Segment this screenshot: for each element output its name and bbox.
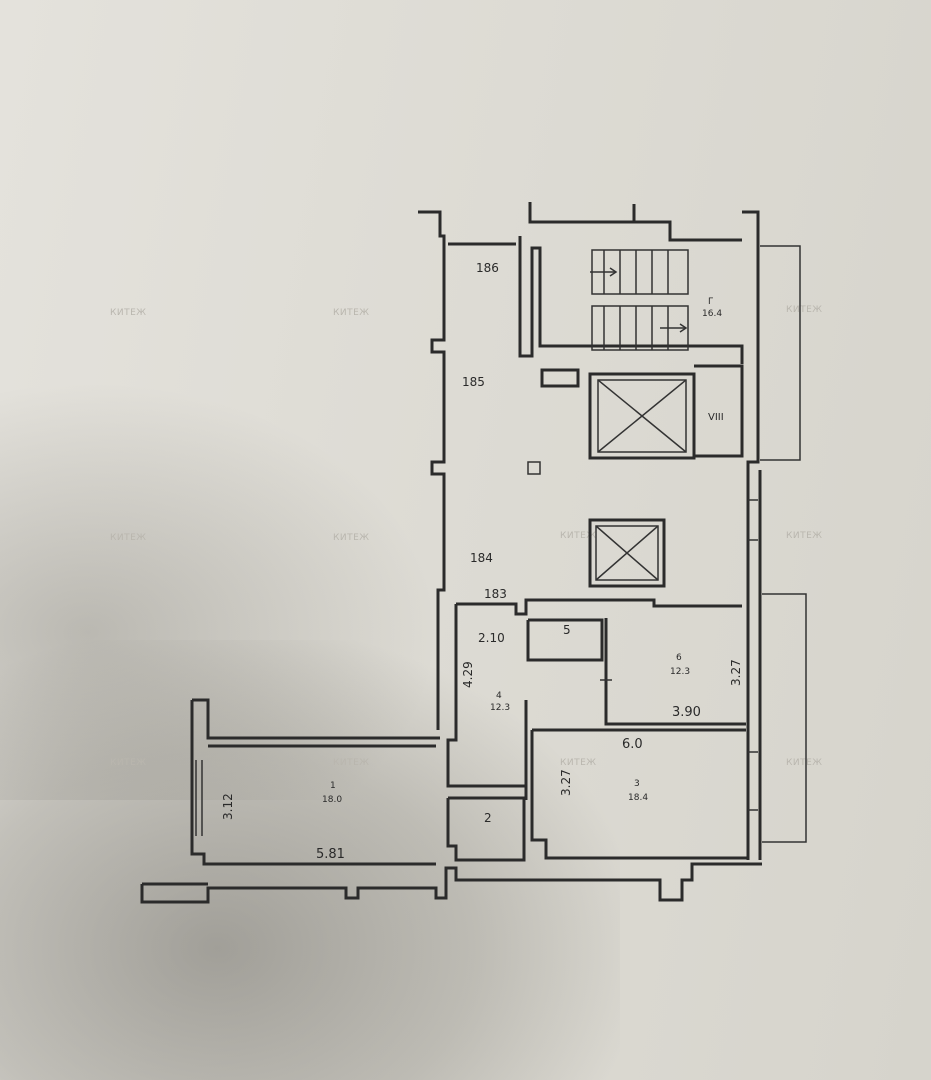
room-1-width: 5.81: [316, 847, 345, 862]
room-6-width: 3.90: [672, 705, 701, 720]
room-6-depth: 3.27: [729, 659, 743, 686]
room-3-labels: 6.0 3.27 3 18.4: [559, 737, 648, 803]
room-1-number: 1: [330, 781, 336, 791]
dim-label: 185: [462, 375, 485, 389]
room-number: Г: [708, 297, 714, 307]
room-1-area: 18.0: [322, 795, 342, 805]
watermark: КИТЕЖ: [333, 758, 370, 768]
room-2-number: 2: [484, 811, 492, 825]
room-6-labels: 6 12.3 3.90 3.27: [670, 653, 743, 720]
room-area: 16.4: [702, 309, 722, 319]
watermark: КИТЕЖ: [110, 308, 147, 318]
room-6-number: 6: [676, 653, 682, 663]
watermark: КИТЕЖ: [333, 533, 370, 543]
dim-label: 183: [484, 587, 507, 601]
watermark: КИТЕЖ: [560, 758, 597, 768]
walls: [140, 202, 807, 904]
watermarks: КИТЕЖ КИТЕЖ КИТЕЖ КИТЕЖ КИТЕЖ КИТЕЖ КИТЕ…: [110, 305, 823, 768]
room-4-width: 2.10: [478, 631, 505, 645]
room-3-depth: 3.27: [559, 769, 573, 796]
room-6-area: 12.3: [670, 667, 690, 677]
stair-labels: Г 16.4 VIII: [702, 297, 724, 423]
room-4-area: 12.3: [490, 703, 510, 713]
room-3-number: 3: [634, 779, 640, 789]
watermark: КИТЕЖ: [110, 758, 147, 768]
watermark: КИТЕЖ: [333, 308, 370, 318]
watermark: КИТЕЖ: [786, 758, 823, 768]
room-1-depth: 3.12: [221, 793, 235, 820]
dim-label: 186: [476, 261, 499, 275]
room-4-labels: 2.10 4.29 4 12.3: [461, 631, 510, 713]
watermark: КИТЕЖ: [786, 531, 823, 541]
watermark: КИТЕЖ: [110, 533, 147, 543]
dim-label: 184: [470, 551, 493, 565]
shaft-label: VIII: [708, 412, 724, 423]
watermark: КИТЕЖ: [786, 305, 823, 315]
room-1-labels: 1 18.0 5.81 3.12: [221, 781, 345, 862]
corridor-dimensions: 186 185 184 183: [462, 261, 507, 601]
room-3-width: 6.0: [622, 737, 643, 752]
room-5-number: 5: [563, 623, 571, 637]
room-4-number: 4: [496, 691, 502, 701]
room-4-depth: 4.29: [461, 661, 475, 688]
room-3-area: 18.4: [628, 793, 648, 803]
watermark: КИТЕЖ: [560, 531, 597, 541]
